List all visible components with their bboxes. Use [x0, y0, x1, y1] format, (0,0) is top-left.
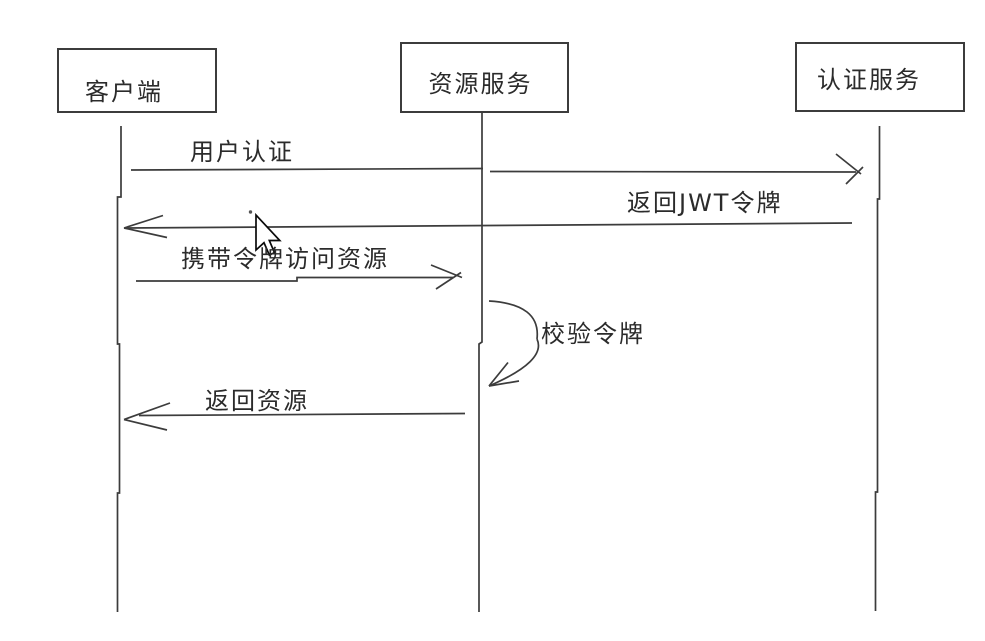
message-line-1 — [130, 167, 857, 173]
arrowhead-right-1 — [835, 153, 864, 185]
arrowhead-left-5 — [123, 402, 171, 431]
message-label-verify-token: 校验令牌 — [541, 320, 645, 348]
message-label-access-with-token: 携带令牌访问资源 — [181, 245, 389, 273]
lifeline-client — [116, 126, 122, 612]
ink-dot — [248, 210, 253, 214]
arrowhead-left-2 — [123, 214, 168, 239]
actor-label-client: 客户端 — [85, 78, 163, 106]
arrowhead-right-3 — [430, 264, 463, 290]
message-line-2 — [125, 222, 853, 229]
actor-box-auth-service: 认证服务 — [795, 42, 965, 112]
mouse-cursor-icon — [255, 212, 282, 257]
actor-box-client: 客户端 — [57, 48, 217, 113]
lifeline-resource — [478, 113, 483, 612]
lifeline-auth — [874, 126, 881, 611]
actor-label-auth-service: 认证服务 — [817, 65, 921, 94]
actor-label-resource-service: 资源服务 — [428, 70, 533, 98]
message-line-3 — [136, 276, 453, 282]
actor-box-resource-service: 资源服务 — [400, 42, 569, 113]
message-label-user-auth: 用户认证 — [190, 138, 294, 166]
message-line-5 — [138, 412, 466, 417]
message-label-return-jwt: 返回JWT令牌 — [627, 189, 783, 217]
selfloop-curve — [488, 300, 540, 387]
selfloop-arrowhead — [488, 361, 520, 387]
message-label-return-resource: 返回资源 — [205, 387, 309, 415]
